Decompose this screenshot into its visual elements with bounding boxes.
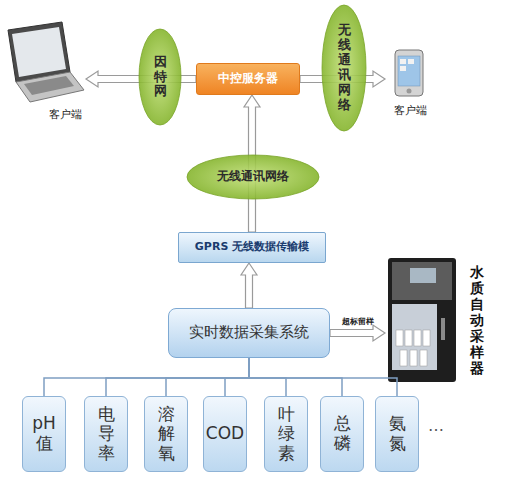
sensor-box: pH值 <box>22 396 66 472</box>
tree-connector <box>249 358 397 396</box>
sampler-illustration <box>388 258 456 382</box>
laptop-illustration <box>8 22 84 102</box>
node-text: 因特网 <box>153 55 168 100</box>
node-text: 客户端 <box>394 105 427 118</box>
system-box: 实时数据采集系统 <box>168 308 330 358</box>
node-text: 氨氮 <box>387 414 408 453</box>
edge-label: 超标留样 <box>342 316 374 327</box>
node-text: 电导率 <box>96 405 117 464</box>
sensor-box: 溶解氧 <box>144 396 188 472</box>
node-text: 实时数据采集系统 <box>189 324 309 341</box>
network-ellipse: 无线通讯网络 <box>186 154 320 200</box>
module-box: GPRS 无线数据传输模 <box>178 232 326 263</box>
ellipse-shape <box>139 29 181 125</box>
tree-connector <box>106 358 249 396</box>
sensor-box: 叶绿素 <box>264 396 308 472</box>
node-text: 无线通讯网络 <box>217 170 289 184</box>
tree-connector <box>44 358 249 396</box>
tree-connector <box>249 358 286 396</box>
ellipse-shape <box>187 155 319 199</box>
server-box: 中控服务器 <box>196 63 300 95</box>
network-ellipse: 因特网 <box>138 28 182 126</box>
tree-connector <box>166 358 249 396</box>
sensor-box: COD <box>203 396 247 472</box>
ellipsis-label: … <box>428 416 444 435</box>
ellipse-shape <box>322 5 366 131</box>
node-text: 客户端 <box>49 109 82 122</box>
hollow-arrow <box>241 263 257 308</box>
node-text: 中控服务器 <box>218 72 278 86</box>
node-text: GPRS 无线数据传输模 <box>195 241 309 254</box>
tree-connector <box>225 358 249 396</box>
node-text: 无线通讯网络 <box>337 23 352 113</box>
sensor-box: 氨氮 <box>375 396 419 472</box>
phone-illustration <box>395 50 423 96</box>
sensor-box: 总磷 <box>320 396 364 472</box>
node-text: 叶绿素 <box>276 405 297 464</box>
node-text: 溶解氧 <box>156 405 177 464</box>
client-laptop: 客户端 <box>0 22 86 122</box>
node-text: 总磷 <box>332 414 353 453</box>
network-ellipse: 无线通讯网络 <box>321 4 367 132</box>
node-text: 水质自动采样器 <box>469 264 485 377</box>
tree-connector <box>249 358 342 396</box>
node-text: COD <box>204 424 246 444</box>
client-phone: 客户端 <box>385 44 435 118</box>
sensor-box: 电导率 <box>84 396 128 472</box>
hollow-arrow <box>330 325 385 341</box>
sampler-device: 水质自动采样器 <box>385 255 485 385</box>
node-text: pH值 <box>26 414 62 453</box>
